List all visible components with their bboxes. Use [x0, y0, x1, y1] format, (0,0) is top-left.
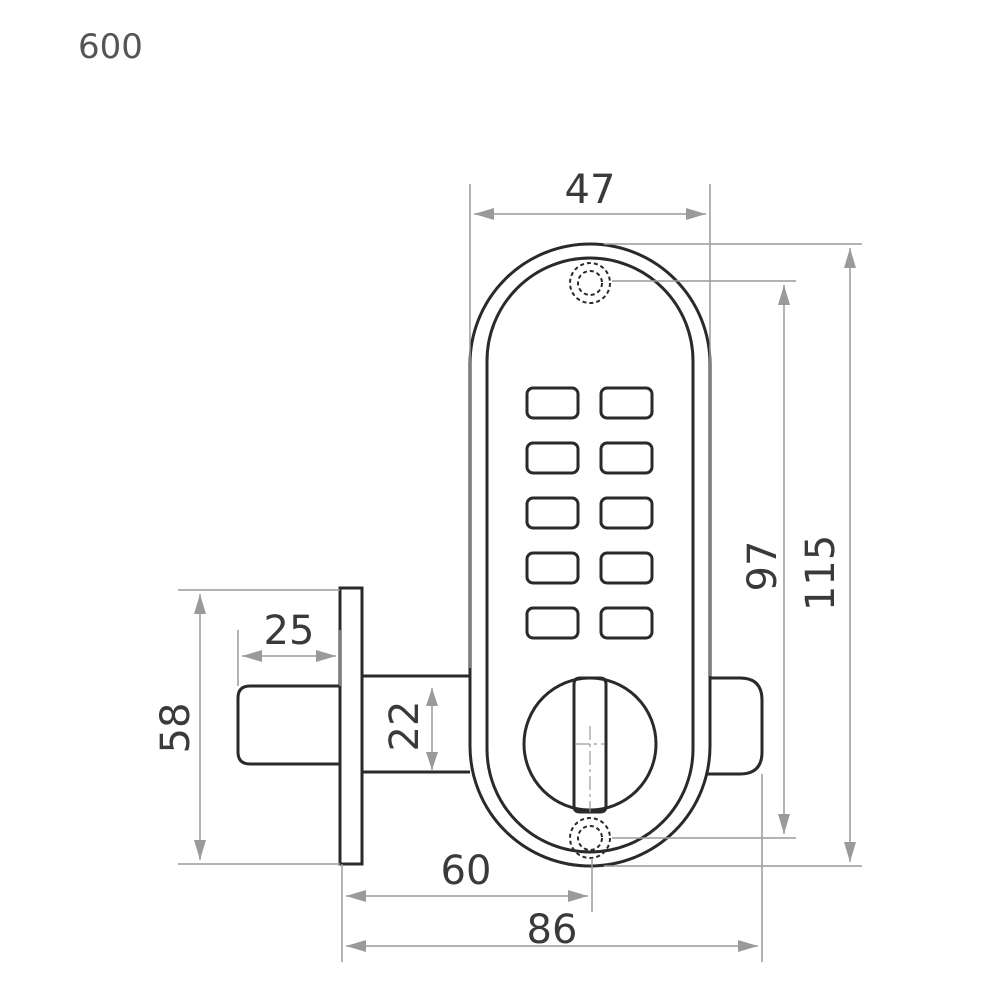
keypad-button [599, 551, 654, 585]
dim-width-top-label: 47 [565, 167, 616, 213]
top-screw [569, 262, 611, 304]
keypad-button [599, 441, 654, 475]
bolt-housing [362, 674, 470, 774]
model-number: 600 [78, 27, 143, 67]
lock-body-inner [485, 256, 695, 854]
thumb-turn-handle [572, 676, 608, 814]
dim-height-inner-label: 97 [740, 541, 786, 592]
dimension-labels: 47 115 97 58 25 22 60 86 [153, 167, 844, 953]
keypad-button [599, 386, 654, 420]
dim-bolt-height-label: 22 [382, 701, 428, 752]
dim-bolt-length-label: 25 [264, 608, 315, 654]
keypad-button [525, 386, 580, 420]
dimension-lines [194, 208, 856, 952]
tail-piece [698, 676, 764, 776]
dim-backset-label: 60 [441, 848, 492, 894]
dim-rose-height-label: 58 [153, 703, 199, 754]
bottom-screw [569, 817, 611, 859]
keypad-button [599, 606, 654, 640]
keypad-button [525, 551, 580, 585]
keypad-button [599, 496, 654, 530]
extension-lines [178, 184, 862, 962]
lock-body-group [236, 242, 764, 868]
keypad-button [525, 441, 580, 475]
face-plate [338, 586, 364, 866]
dim-height-total-label: 115 [798, 535, 844, 611]
dim-total-depth-label: 86 [527, 907, 578, 953]
keypad-button [525, 496, 580, 530]
keypad-button [525, 606, 580, 640]
latch-bolt [236, 684, 340, 766]
keypad [525, 386, 654, 640]
